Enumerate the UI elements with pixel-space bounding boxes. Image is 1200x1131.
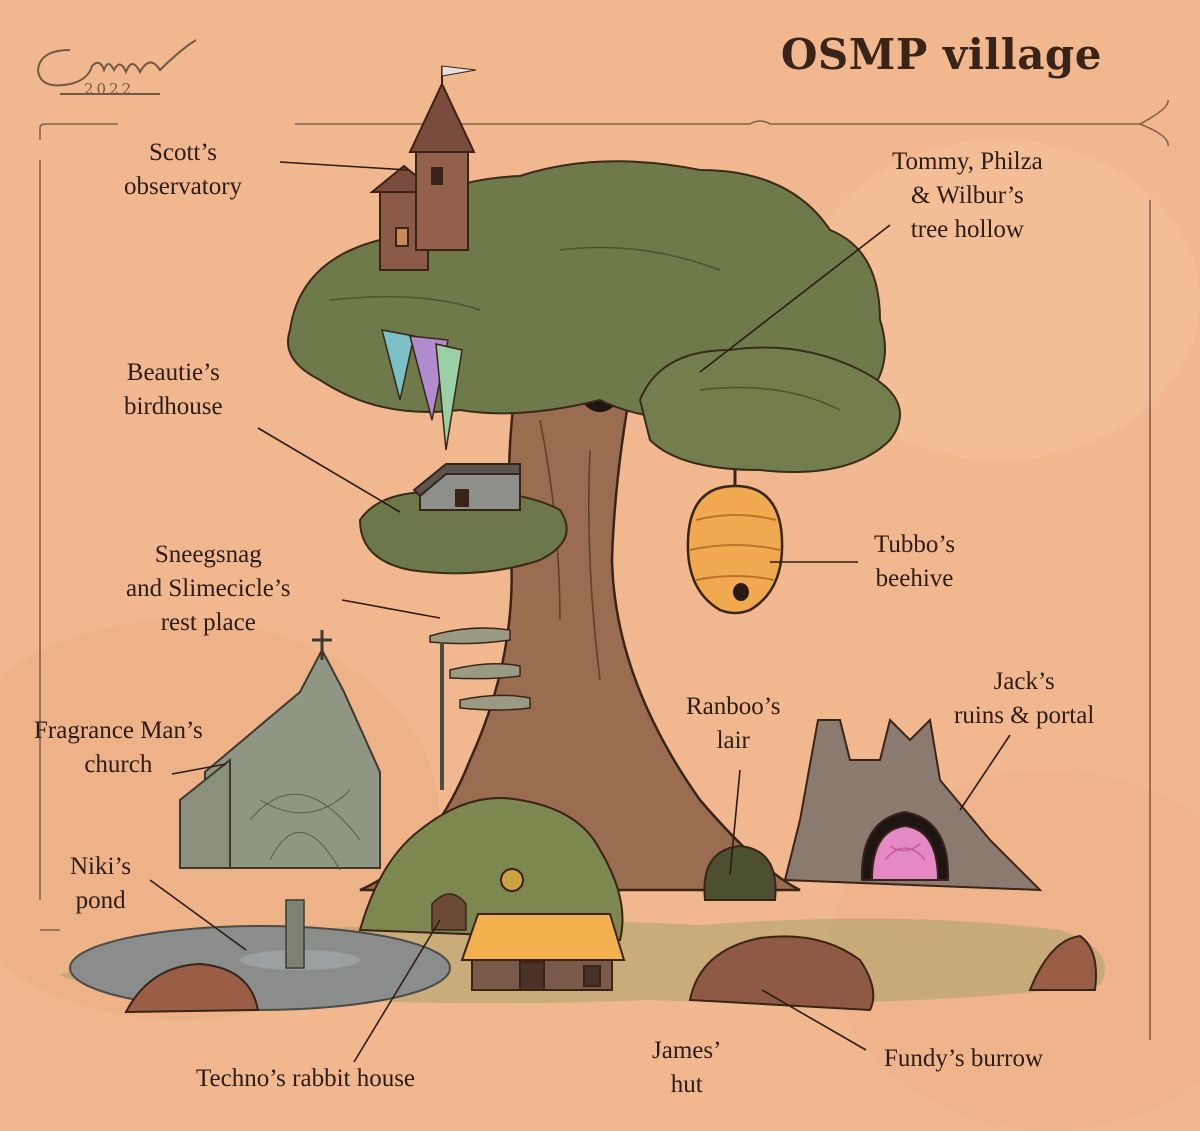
leader-line-techno xyxy=(353,919,441,1063)
shelf-fungi xyxy=(429,627,531,790)
label-technos-rabbit-house: Techno’s rabbit house xyxy=(196,1065,416,1092)
birdhouse-illustration xyxy=(412,463,521,511)
crystal-cluster xyxy=(380,329,463,451)
rock-left xyxy=(124,962,260,1014)
leader-line-niki xyxy=(149,879,247,951)
lair-illustration xyxy=(703,844,777,901)
hut-illustration xyxy=(460,913,626,991)
label-scotts-observatory: Scott’s observatory xyxy=(124,139,243,200)
signature-year: 2022 xyxy=(84,80,135,98)
rock-right xyxy=(1028,934,1097,991)
label-fundys-burrow: Fundy’s burrow xyxy=(884,1045,1044,1072)
leader-line-ranboo xyxy=(729,769,741,876)
decorative-frame xyxy=(39,99,1169,1040)
leader-line-fundy xyxy=(761,989,867,1051)
label-jacks-ruins: Jack’s ruins & portal xyxy=(954,668,1095,729)
leader-line-scott xyxy=(279,161,409,171)
label-james-hut: James’ hut xyxy=(652,1037,722,1098)
ruins-illustration xyxy=(783,717,1043,892)
leader-line-fragrance xyxy=(171,763,227,775)
church-illustration xyxy=(179,630,381,871)
label-tree-hollow: Tommy, Philza & Wilbur’s tree hollow xyxy=(892,148,1043,243)
label-nikis-pond: Niki’s pond xyxy=(70,853,132,914)
leader-lines xyxy=(149,161,1011,1063)
label-tubbos-beehive: Tubbo’s beehive xyxy=(874,531,956,592)
label-rest-place: Sneegsnag and Slimecicle’s rest place xyxy=(126,541,291,636)
map-title: OSMP village xyxy=(780,30,1102,79)
beehive-illustration xyxy=(686,470,784,615)
burrow-illustration xyxy=(688,935,875,1012)
leader-line-tommy xyxy=(699,224,891,373)
leader-line-beautie xyxy=(257,427,401,513)
observatory-illustration xyxy=(369,65,477,271)
label-beauties-birdhouse: Beautie’s birdhouse xyxy=(124,359,223,420)
leader-line-jack xyxy=(959,734,1011,811)
artist-signature xyxy=(36,39,197,95)
leader-line-sneeg xyxy=(341,599,441,619)
label-ranboos-lair: Ranboo’s lair xyxy=(686,693,781,754)
artist-signature-text: 2022 xyxy=(26,30,206,106)
label-fragrance-church: Fragrance Man’s church xyxy=(34,717,203,778)
